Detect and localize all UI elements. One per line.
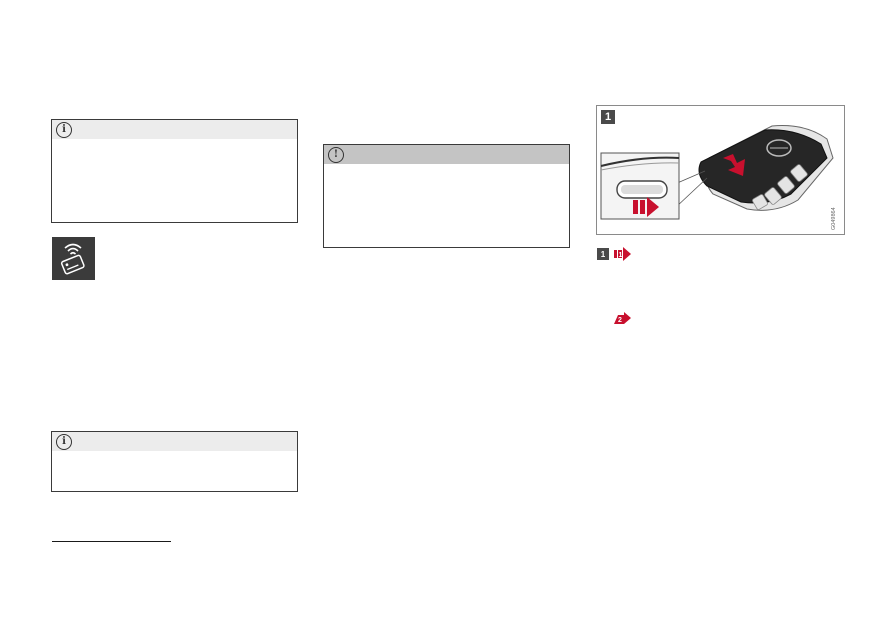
red-arrow-step-1-icon: 1 <box>614 247 631 261</box>
caption-figure-number: 1 <box>597 248 609 260</box>
exclamation-circle-icon: ! <box>328 146 344 163</box>
callout-1-arrow <box>633 197 659 217</box>
info-note-header: i <box>52 120 297 139</box>
key-card-wireless-icon <box>60 243 85 275</box>
key-battery-figure: 1 G049864 <box>596 105 845 235</box>
figure-number-badge: 1 <box>601 110 615 124</box>
warning-note-header: ! <box>324 145 569 164</box>
callout-2-arrow <box>723 154 745 176</box>
info-note-box-1: i <box>51 119 298 223</box>
info-note-box-2: i <box>51 431 298 492</box>
svg-text:2: 2 <box>618 317 622 324</box>
remote-key-illustration: G049864 <box>600 125 837 230</box>
remote-key-tile <box>52 237 95 280</box>
svg-text:1: 1 <box>619 252 623 259</box>
warning-note-box: ! <box>323 144 570 248</box>
footnote-separator <box>52 541 171 542</box>
info-circle-icon: i <box>56 433 72 450</box>
info-note-header: i <box>52 432 297 451</box>
figure-code: G049864 <box>831 207 837 230</box>
red-arrow-step-2-icon: 2 <box>614 312 631 324</box>
info-circle-icon: i <box>56 121 72 138</box>
